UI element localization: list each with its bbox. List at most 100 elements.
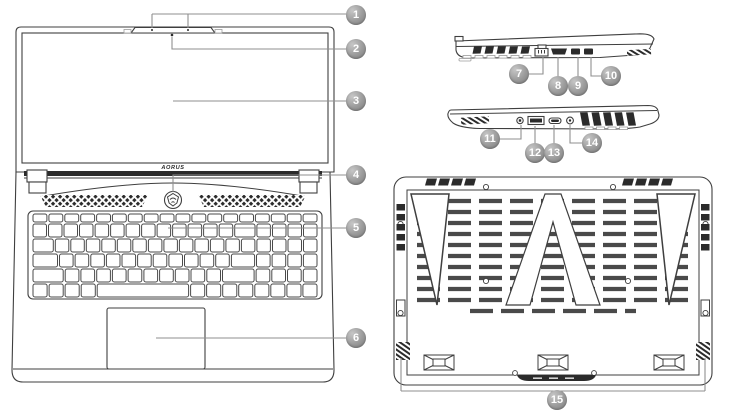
keyboard-key (64, 213, 80, 223)
callout-badge-9: 9 (568, 76, 588, 96)
keyboard-key (63, 223, 78, 238)
keyboard-key (254, 213, 270, 223)
keyboard-key (74, 253, 90, 268)
keyboard-key (80, 268, 96, 283)
keyboard-key (223, 213, 239, 223)
rubber-foot-left (423, 354, 455, 371)
ethernet-port (534, 44, 549, 57)
keyboard-key (121, 253, 137, 268)
rear-vent-slats-right (622, 178, 673, 186)
keyboard-key (187, 223, 203, 238)
keyboard-key (59, 253, 74, 268)
keyboard-key (96, 213, 111, 223)
usb-port-c-side (527, 115, 545, 126)
rubber-feet (423, 354, 685, 371)
usb-port-a (571, 48, 580, 55)
keyboard-key (152, 253, 168, 268)
callout-badge-12: 12 (525, 143, 545, 163)
microphone-right-icon (187, 29, 189, 31)
speaker-grill-right (696, 342, 710, 360)
keyboard-key (240, 238, 256, 253)
keyboard-key (85, 238, 101, 253)
keyboard-key (143, 268, 159, 283)
speaker-grill-left (396, 342, 410, 360)
keyboard-key (215, 253, 230, 268)
keyboard-key (206, 283, 222, 298)
callout-badge-3: 3 (346, 91, 366, 111)
camera-module-right-clip (214, 29, 223, 34)
left-side-vents (472, 46, 530, 54)
keyboard-key (191, 213, 207, 223)
keyboard-key (287, 223, 302, 238)
leader-11 (500, 125, 522, 140)
keyboard-key (80, 213, 96, 223)
callout-badge-5: 5 (346, 218, 366, 238)
keyboard-key (287, 268, 302, 283)
right-side-vents (580, 112, 636, 126)
right-side-lip-detail (584, 126, 628, 130)
keyboard-key (96, 268, 111, 283)
left-side-exhaust-hatch (626, 48, 652, 56)
webcam-icon (170, 33, 174, 37)
keyboard-key (101, 238, 116, 253)
keyboard-key (32, 223, 47, 238)
keyboard-key (111, 213, 127, 223)
keyboard-key (271, 253, 287, 268)
keyboard-key (32, 238, 54, 253)
keyboard-key (302, 253, 318, 268)
keyboard-key (286, 213, 302, 223)
keyboard-key (90, 253, 105, 268)
keyboard-key (110, 223, 125, 238)
keyboard-key (234, 223, 256, 238)
keyboard-key (238, 283, 254, 298)
keyboard-key (64, 283, 80, 298)
keyboard-key (190, 283, 206, 298)
display-screen (21, 32, 329, 164)
keyboard-key (194, 238, 209, 253)
keyboard-key (137, 253, 152, 268)
keyboard-key (302, 268, 318, 283)
camera-module (129, 26, 217, 34)
keyboard-key (105, 253, 121, 268)
leader-1 (151, 13, 346, 28)
keyboard-key (64, 268, 80, 283)
left-side-foot (458, 58, 472, 62)
keyboard-key (80, 283, 96, 298)
keyboard-key (218, 223, 234, 238)
keyboard-key (222, 283, 238, 298)
keyboard-key (207, 213, 223, 223)
keyboard-key (287, 238, 302, 253)
rubber-foot-center (537, 354, 569, 371)
keyboard-key (32, 283, 48, 298)
keyboard-key (254, 283, 270, 298)
callout-badge-2: 2 (346, 39, 366, 59)
left-side-seam (455, 43, 654, 47)
callout-badge-1: 1 (346, 5, 366, 25)
callout-badge-7: 7 (509, 64, 529, 84)
keyboard-key (111, 268, 127, 283)
keyboard-key (256, 223, 271, 238)
rear-vent-slats-left (425, 178, 476, 186)
bottom-view (393, 176, 713, 386)
keyboard-key (163, 238, 178, 253)
keyboard-key (127, 213, 143, 223)
bottom-side-vents-right (701, 204, 710, 251)
vent-chevron-center (505, 193, 601, 306)
lid-corner-notch (454, 35, 464, 42)
keyboard-key (303, 223, 318, 238)
left-hinge (26, 169, 48, 194)
keyboard-key (96, 283, 190, 298)
keyboard-key (175, 213, 191, 223)
keyboard-key (271, 268, 286, 283)
keyboard-key (255, 268, 271, 283)
keyboard-key (270, 213, 286, 223)
usb-type-c-port (548, 117, 562, 125)
keyboard-key (172, 223, 187, 238)
keyboard-key (168, 253, 183, 268)
keyboard-key (156, 223, 172, 238)
dc-in-jack (516, 116, 524, 125)
keyboard-key (127, 268, 143, 283)
front-open-view: AORUS (11, 26, 335, 383)
keyboard-key (159, 268, 174, 283)
